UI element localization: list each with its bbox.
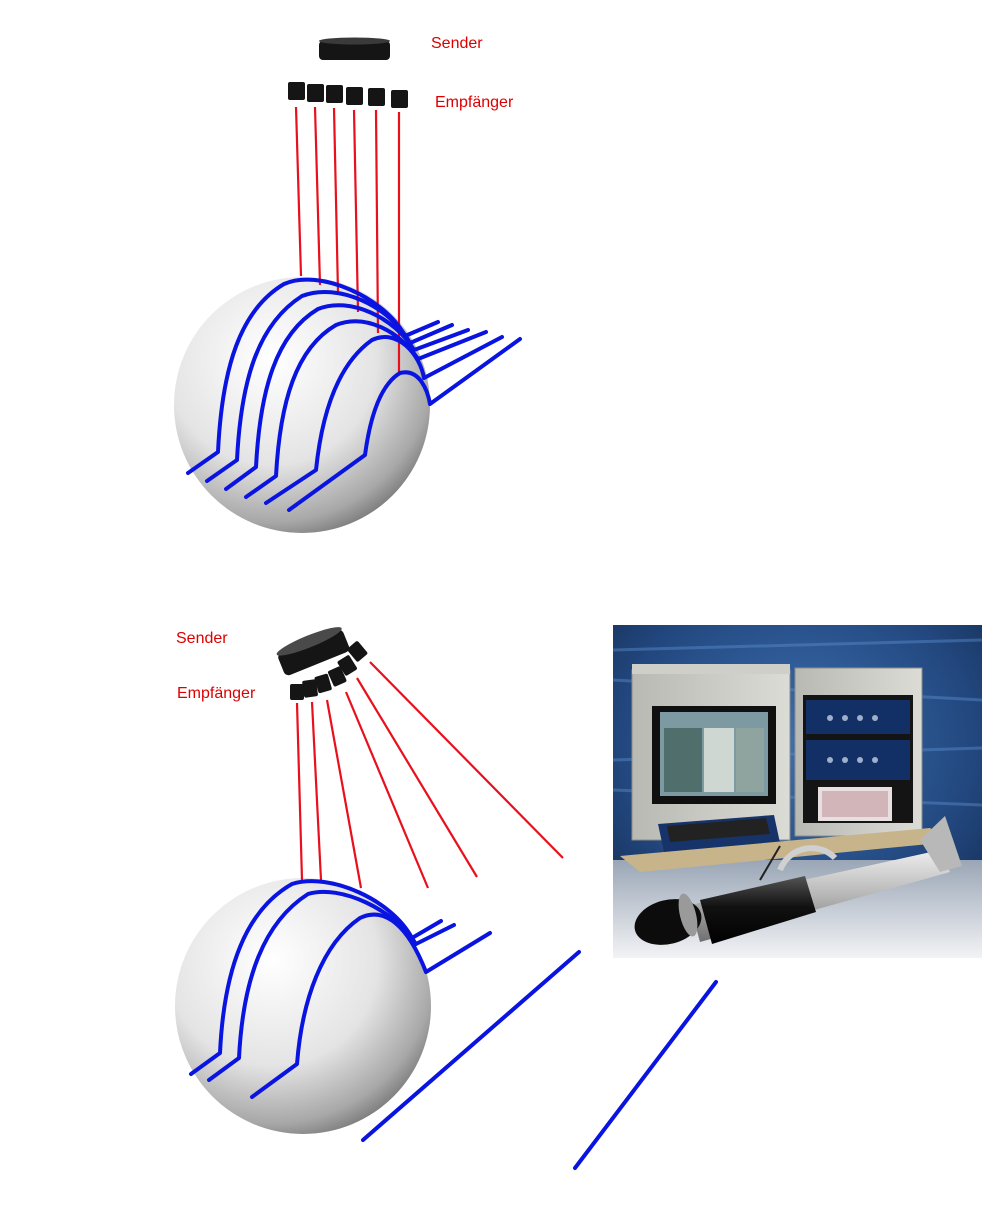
bottom-diagram: Sender Empfänger: [175, 627, 718, 1170]
top-sender-transducer: [319, 37, 390, 60]
bottom-receiver-array: [290, 641, 368, 700]
bottom-receiver-label: Empfänger: [177, 685, 256, 702]
bottom-sender-transducer: [276, 627, 350, 676]
sonar-equipment-photo: [612, 625, 983, 958]
bottom-sender-label: Sender: [176, 630, 228, 647]
top-diagram: Sender Empfänger: [174, 35, 522, 533]
top-receiver-array: [288, 82, 408, 108]
top-scan-profiles: [186, 277, 522, 512]
bottom-scan-profiles: [189, 879, 718, 1170]
top-sender-label: Sender: [431, 35, 483, 52]
bottom-target-sphere: [175, 878, 431, 1134]
top-receiver-label: Empfänger: [435, 94, 514, 111]
towfish: [634, 816, 962, 945]
bottom-beam-lines: [295, 661, 564, 889]
